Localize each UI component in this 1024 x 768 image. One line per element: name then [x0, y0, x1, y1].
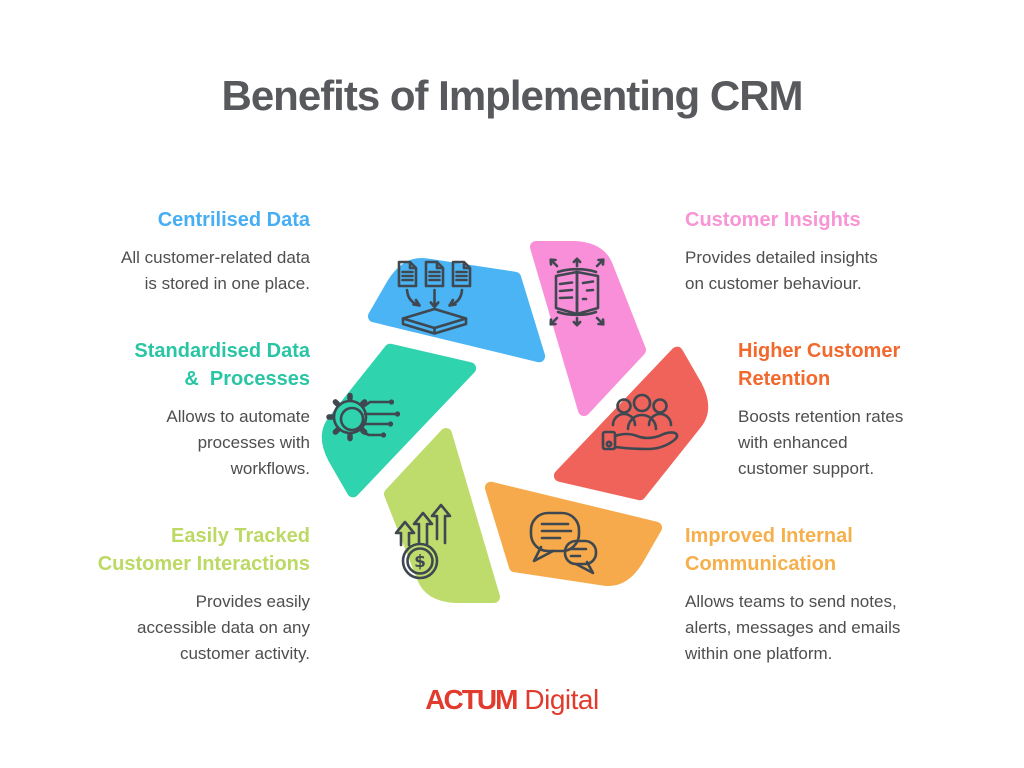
- book-expand-icon: [549, 257, 605, 327]
- blade-improved-internal-communication: [484, 481, 663, 587]
- benefit-higher-customer-retention: Higher Customer Retention Boosts retenti…: [738, 337, 953, 482]
- logo-brand-text: ACTUM: [425, 684, 518, 715]
- benefit-body-easily-tracked-interactions: Provides easily accessible data on any c…: [137, 592, 310, 663]
- logo-suffix-text: Digital: [524, 684, 599, 715]
- benefit-body-centralised-data: All customer-related data is stored in o…: [121, 248, 310, 293]
- benefit-body-higher-customer-retention: Boosts retention rates with enhanced cus…: [738, 407, 904, 478]
- page-title: Benefits of Implementing CRM: [221, 72, 803, 119]
- benefit-centralised-data: Centrilised Data All customer-related da…: [60, 206, 310, 297]
- benefit-easily-tracked-interactions: Easily Tracked Customer Interactions Pro…: [60, 522, 310, 667]
- benefit-standardised-processes: Standardised Data & Processes Allows to …: [60, 337, 310, 482]
- benefit-improved-internal-communication: Improved Internal Communication Allows t…: [685, 522, 945, 667]
- benefit-heading-improved-internal-communication: Improved Internal Communication: [685, 525, 853, 575]
- benefit-heading-centralised-data: Centrilised Data: [157, 209, 310, 231]
- blade-higher-customer-retention: [553, 346, 709, 501]
- blade-standardised-processes: [321, 343, 477, 498]
- benefit-body-standardised-processes: Allows to automate processes with workfl…: [166, 407, 310, 478]
- gear-circuit-icon: [326, 392, 401, 442]
- documents-merge-icon: [397, 260, 472, 335]
- wheel-blades: [321, 241, 709, 603]
- benefit-heading-standardised-processes: Standardised Data & Processes: [134, 340, 310, 390]
- benefit-heading-higher-customer-retention: Higher Customer Retention: [738, 340, 901, 390]
- people-hand-icon: [601, 393, 679, 451]
- chat-bubbles-icon: [529, 511, 598, 575]
- benefit-customer-insights: Customer Insights Provides detailed insi…: [685, 206, 935, 297]
- benefit-heading-customer-insights: Customer Insights: [685, 209, 861, 231]
- coin-dollar-glyph: $: [414, 552, 426, 572]
- benefit-heading-easily-tracked-interactions: Easily Tracked Customer Interactions: [97, 525, 310, 575]
- growth-arrows-coin-icon: $: [394, 503, 452, 580]
- benefit-body-improved-internal-communication: Allows teams to send notes, alerts, mess…: [685, 592, 901, 663]
- blade-customer-insights: [530, 241, 646, 416]
- benefit-body-customer-insights: Provides detailed insights on customer b…: [685, 248, 878, 293]
- blade-easily-tracked-interactions: [384, 428, 500, 603]
